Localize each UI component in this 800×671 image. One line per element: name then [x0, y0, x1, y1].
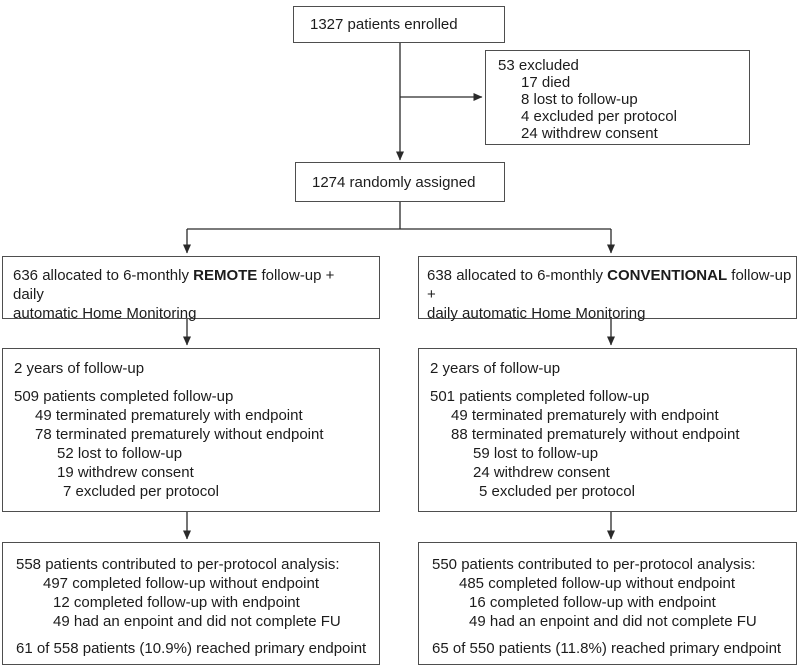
conventional-followup-line: 24 withdrew consent [473, 464, 610, 481]
conventional-followup-box: 2 years of follow-up 501 patients comple… [418, 348, 797, 512]
conventional-followup-line: 59 lost to follow-up [473, 445, 599, 462]
conventional-allocation-line1: 638 allocated to 6-monthly CONVENTIONAL … [427, 266, 792, 304]
remote-followup-line: 509 patients completed follow-up [14, 388, 234, 405]
remote-allocation-arm-label: REMOTE [193, 267, 258, 284]
conventional-followup-line: 88 terminated prematurely without endpoi… [451, 426, 740, 443]
remote-followup-line: 7 excluded per protocol [63, 483, 219, 500]
enrolled-text: 1327 patients enrolled [310, 16, 458, 33]
randomized-box: 1274 randomly assigned [295, 162, 505, 202]
conventional-perprotocol-box: 550 patients contributed to per-protocol… [418, 542, 797, 665]
remote-perprotocol-line: 558 patients contributed to per-protocol… [16, 556, 340, 573]
remote-allocation-line1: 636 allocated to 6-monthly REMOTE follow… [13, 266, 373, 304]
conventional-allocation-suffix: follow-up + [427, 267, 796, 303]
remote-perprotocol-line: 497 completed follow-up without endpoint [43, 575, 320, 592]
excluded-line: 24 withdrew consent [521, 125, 658, 142]
remote-primary-endpoint-result: 61 of 558 patients (10.9%) reached prima… [16, 640, 367, 657]
conventional-perprotocol-line: 485 completed follow-up without endpoint [459, 575, 736, 592]
remote-allocation-suffix: follow-up + daily [13, 267, 343, 303]
conventional-allocation-line2: daily automatic Home Monitoring [427, 305, 646, 322]
remote-perprotocol-box: 558 patients contributed to per-protocol… [2, 542, 380, 665]
remote-perprotocol-line: 12 completed follow-up with endpoint [53, 594, 300, 611]
conventional-allocation-prefix: 638 allocated to 6-monthly [427, 267, 608, 284]
spacer [16, 631, 373, 639]
conventional-primary-endpoint-result: 65 of 550 patients (11.8%) reached prima… [432, 640, 782, 657]
conventional-perprotocol-line: 49 had an enpoint and did not complete F… [469, 613, 757, 630]
remote-followup-box: 2 years of follow-up 509 patients comple… [2, 348, 380, 512]
spacer [432, 631, 790, 639]
spacer [430, 378, 790, 387]
conventional-followup-title: 2 years of follow-up [430, 360, 561, 377]
excluded-line: 8 lost to follow-up [521, 91, 638, 108]
remote-followup-title: 2 years of follow-up [14, 360, 145, 377]
conventional-perprotocol-line: 16 completed follow-up with endpoint [469, 594, 716, 611]
excluded-line: 4 excluded per protocol [521, 108, 677, 125]
excluded-line: 53 excluded [498, 57, 579, 74]
remote-followup-line: 78 terminated prematurely without endpoi… [35, 426, 324, 443]
remote-allocation-prefix: 636 allocated to 6-monthly [13, 267, 194, 284]
remote-allocation-line2: automatic Home Monitoring [13, 305, 197, 322]
conventional-allocation-box: 638 allocated to 6-monthly CONVENTIONAL … [418, 256, 797, 322]
conventional-followup-line: 501 patients completed follow-up [430, 388, 650, 405]
conventional-followup-line: 49 terminated prematurely with endpoint [451, 407, 719, 424]
excluded-line: 17 died [521, 74, 571, 91]
spacer [14, 378, 373, 387]
remote-allocation-box: 636 allocated to 6-monthly REMOTE follow… [2, 256, 380, 322]
enrolled-box: 1327 patients enrolled [293, 6, 505, 43]
excluded-box: 53 excluded 17 died 8 lost to follow-up … [485, 50, 750, 145]
conventional-allocation-arm-label: CONVENTIONAL [607, 267, 728, 284]
randomized-text: 1274 randomly assigned [312, 173, 476, 191]
remote-followup-line: 49 terminated prematurely with endpoint [35, 407, 303, 424]
remote-followup-line: 52 lost to follow-up [57, 445, 183, 462]
remote-followup-line: 19 withdrew consent [57, 464, 194, 481]
conventional-followup-line: 5 excluded per protocol [479, 483, 635, 500]
conventional-perprotocol-line: 550 patients contributed to per-protocol… [432, 556, 756, 573]
remote-perprotocol-line: 49 had an enpoint and did not complete F… [53, 613, 341, 630]
